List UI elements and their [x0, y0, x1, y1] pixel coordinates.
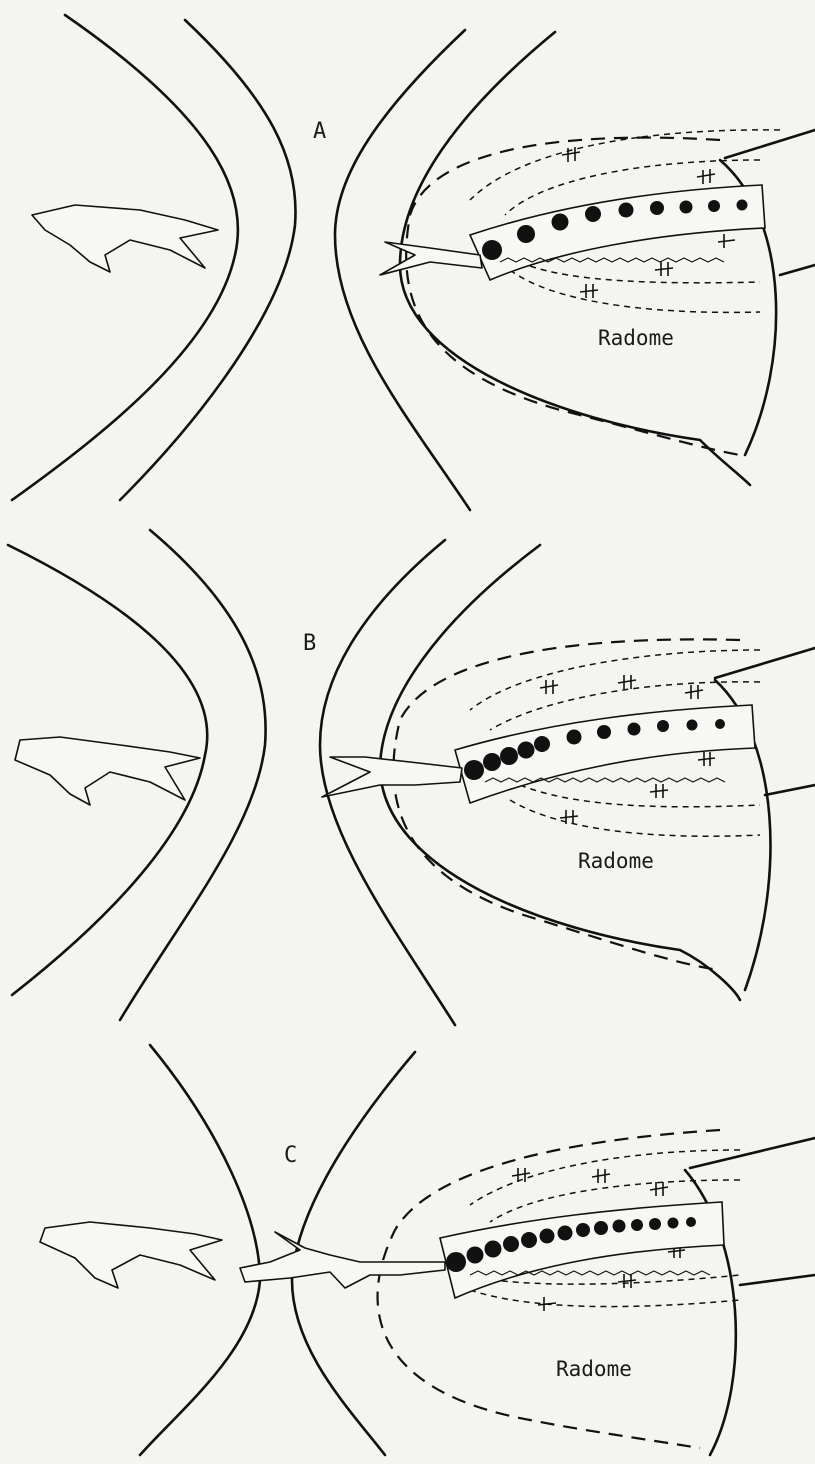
panel-a: A Radome	[12, 15, 815, 510]
panel-a-label: A	[313, 119, 326, 144]
panel-b: B Radome	[8, 530, 815, 1025]
field-line-lower	[470, 1290, 740, 1307]
upward-leader	[322, 757, 462, 797]
stepped-leader	[15, 737, 200, 805]
panel-c-radome-label: Radome	[556, 1357, 632, 1381]
panel-b-radome-label: Radome	[578, 849, 654, 873]
field-boundary-left-inner	[120, 20, 296, 500]
diverter-strip	[470, 185, 765, 280]
stepped-leader	[32, 205, 218, 272]
panel-c: C Radome	[40, 1045, 815, 1455]
radome-support-strut-upper	[725, 130, 815, 158]
field-line-lower	[510, 270, 760, 312]
radome-support-strut-upper	[690, 1138, 815, 1168]
field-boundary-right-inner	[335, 30, 470, 510]
radome-support-strut-upper	[715, 648, 815, 678]
upward-leader	[240, 1232, 445, 1288]
stepped-leader	[40, 1222, 222, 1288]
field-line-mid-lower	[520, 785, 760, 807]
radome-support-strut-lower	[765, 785, 815, 795]
panel-a-radome-label: Radome	[598, 326, 674, 350]
radome-support-strut-lower	[740, 1275, 815, 1285]
upward-leader	[380, 242, 482, 275]
field-boundary-left-outer	[12, 15, 238, 500]
field-line-mid-lower	[520, 262, 760, 283]
field-line-lower	[510, 800, 760, 836]
panel-b-label: B	[303, 631, 316, 656]
radome-support-strut-lower	[780, 265, 815, 275]
field-line-mid-lower	[480, 1275, 740, 1284]
panel-c-label: C	[284, 1143, 297, 1168]
field-line-outer	[393, 639, 740, 970]
field-line-outer	[378, 1130, 720, 1448]
